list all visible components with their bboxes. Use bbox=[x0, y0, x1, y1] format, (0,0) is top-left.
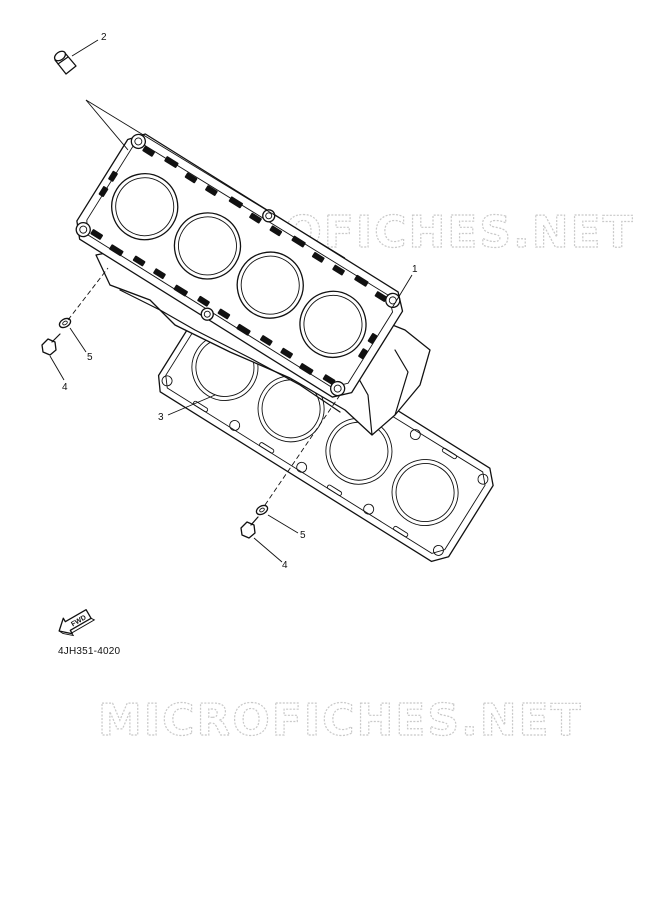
leader-4b bbox=[253, 537, 283, 563]
fwd-label: FWD bbox=[70, 614, 87, 628]
bolt-bottom bbox=[240, 516, 259, 539]
leader-4a bbox=[49, 355, 65, 381]
dowel-pin bbox=[53, 50, 77, 75]
callout-5-left: 5 bbox=[87, 352, 93, 363]
bolt-left-centerline bbox=[67, 267, 109, 321]
callout-4-bottom: 4 bbox=[282, 560, 288, 571]
dowel-leader-2 bbox=[85, 99, 346, 259]
fwd-arrow-icon: FWD bbox=[58, 609, 96, 637]
cylinder-block bbox=[75, 133, 431, 436]
callout-2: 2 bbox=[101, 32, 107, 43]
diagram-code: 4JH351-4020 bbox=[58, 646, 121, 657]
washer-left bbox=[58, 317, 72, 329]
dowel-leader-1 bbox=[85, 99, 129, 151]
watermark-bottom: MICROFICHES.NET bbox=[98, 695, 583, 746]
callout-3: 3 bbox=[158, 412, 164, 423]
leader-5b bbox=[267, 514, 299, 534]
callout-4-left: 4 bbox=[62, 382, 68, 393]
bolt-bottom-centerline bbox=[264, 394, 341, 506]
bolt-left bbox=[41, 333, 61, 356]
callout-5-bottom: 5 bbox=[300, 530, 306, 541]
callout-1: 1 bbox=[412, 264, 418, 275]
leader-5a bbox=[69, 327, 87, 353]
washer-bottom bbox=[255, 504, 269, 516]
leader-1 bbox=[391, 274, 413, 309]
leader-3 bbox=[167, 394, 216, 416]
leader-2 bbox=[71, 39, 99, 57]
